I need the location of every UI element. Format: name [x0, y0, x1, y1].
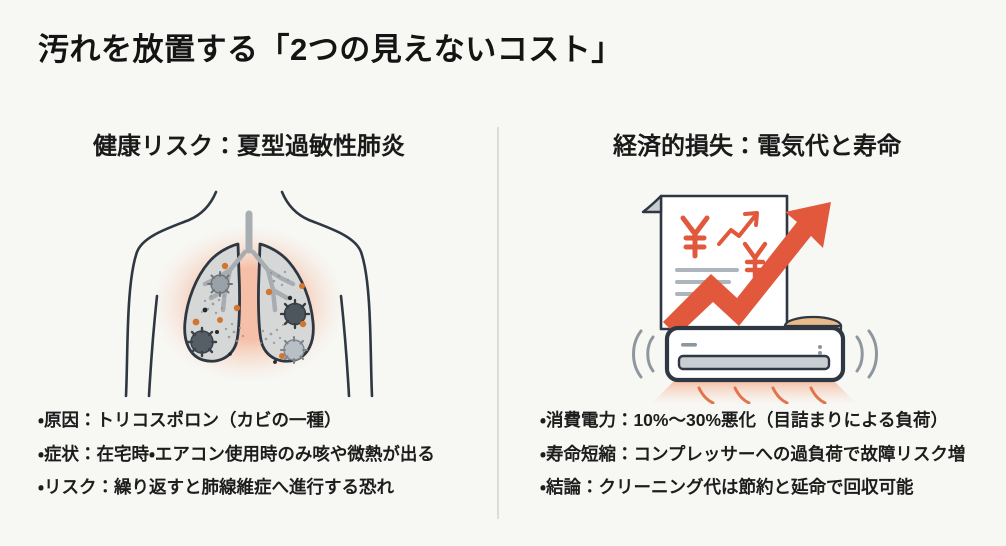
bullet-list-health-risk: ・原因：トリコスポロン（カビの一種） ・症状：在宅時・エアコン使用時のみ咳や微熱…: [14, 410, 484, 513]
list-item: ・リスク：繰り返すと肺線維症へ進行する恐れ: [38, 477, 394, 497]
column-heading-health-risk: 健康リスク：夏型過敏性肺炎: [93, 133, 405, 160]
column-heading-economic-loss: 経済的損失：電気代と寿命: [613, 133, 901, 160]
list-item: ・原因：トリコスポロン（カビの一種）: [38, 410, 342, 430]
list-item: ・消費電力：10%～30%悪化（目詰まりによる負荷）: [540, 410, 948, 430]
column-divider: [497, 127, 499, 519]
lungs-torso-mold-icon: [14, 174, 484, 406]
bullet-list-economic-loss: ・消費電力：10%～30%悪化（目詰まりによる負荷） ・寿命短縮：コンプレッサー…: [522, 410, 992, 513]
column-economic-loss: 経済的損失：電気代と寿命: [522, 112, 992, 532]
page-title: 汚れを放置する「2つの見えないコスト」: [38, 32, 623, 67]
list-item: ・寿命短縮：コンプレッサーへの過負荷で故障リスク増: [540, 443, 966, 464]
column-health-risk: 健康リスク：夏型過敏性肺炎: [14, 112, 484, 532]
electricity-cost-aircon-icon: [522, 174, 992, 406]
list-item: ・結論：クリーニング代は節約と延命で回収可能: [540, 477, 914, 497]
list-item: ・症状：在宅時・エアコン使用時のみ咳や微熱が出る: [38, 443, 435, 464]
